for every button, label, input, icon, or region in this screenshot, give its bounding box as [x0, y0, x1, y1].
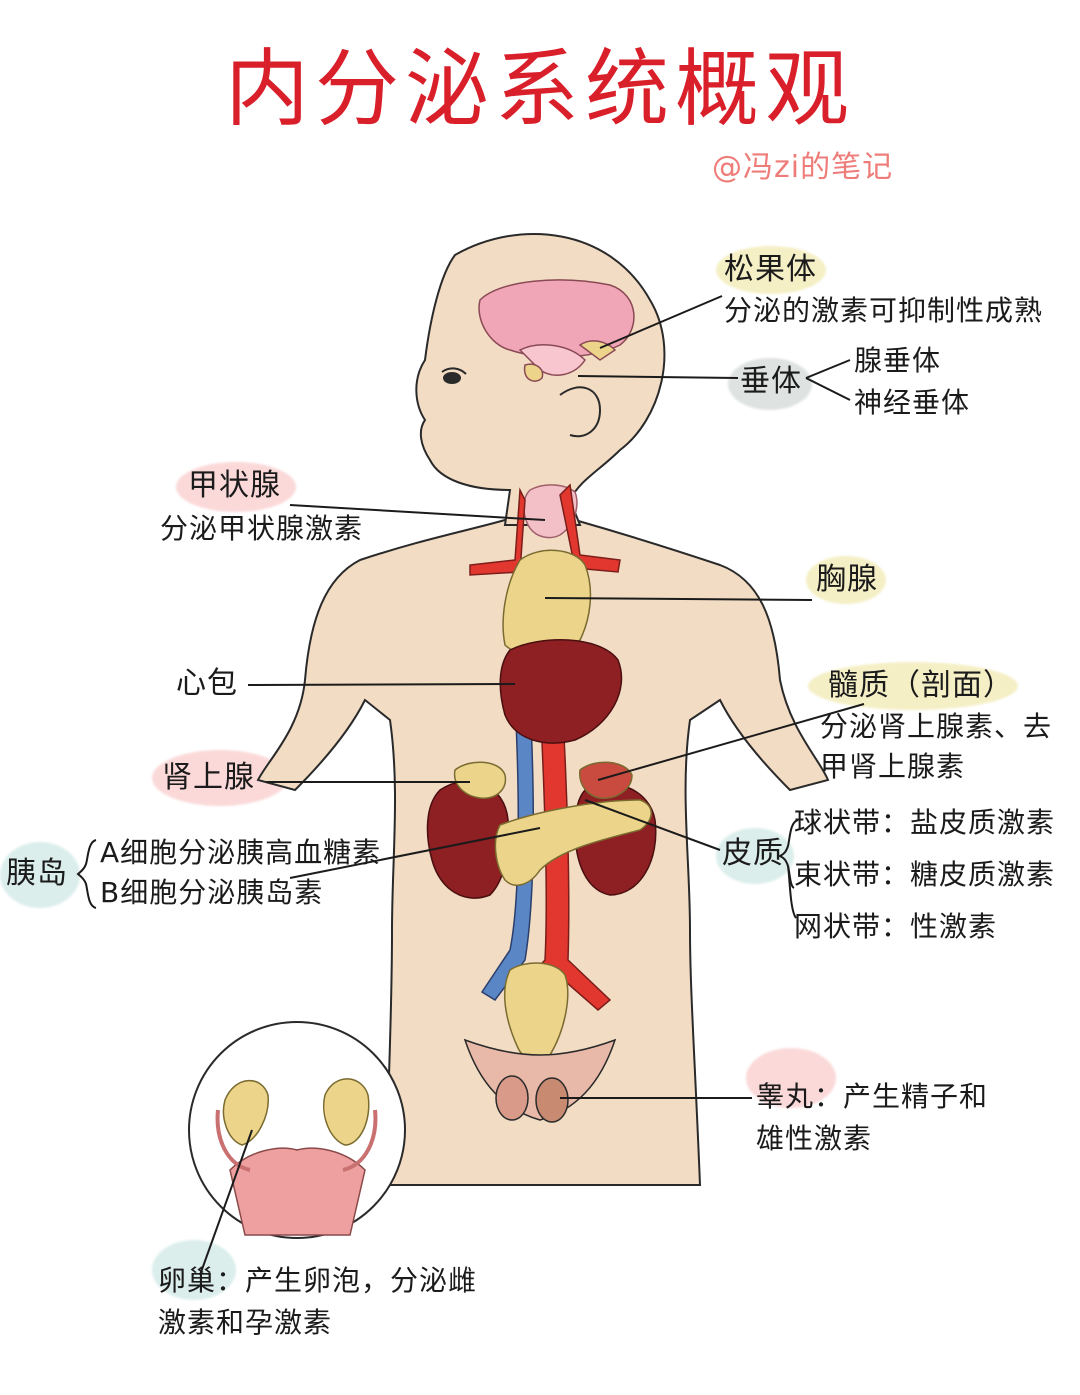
highlight-testis [746, 1048, 836, 1108]
desc-islet-b-cell: B细胞分泌胰岛素 [100, 876, 324, 909]
desc-medulla-line1: 分泌肾上腺素、去 [820, 710, 1053, 743]
heart [499, 639, 623, 744]
label-adrenal: 肾上腺 [162, 760, 255, 795]
desc-ovary-line2: 激素和孕激素 [158, 1306, 333, 1339]
label-pineal: 松果体 [724, 252, 817, 287]
desc-testis-line1: 睾丸：产生精子和 [756, 1080, 989, 1113]
highlight-medulla [808, 662, 1018, 710]
desc-ovary-line1: 卵巢：产生卵泡，分泌雌 [158, 1264, 478, 1297]
label-thyroid: 甲状腺 [188, 468, 281, 503]
desc-zona-fasciculata: 束状带：糖皮质激素 [794, 858, 1056, 891]
desc-islet-a-cell: A细胞分泌胰高血糖素 [100, 836, 382, 869]
thymus-gland [502, 549, 592, 655]
face-details [441, 367, 602, 438]
label-thymus: 胸腺 [816, 562, 878, 597]
ovary-inset [188, 1021, 406, 1239]
desc-neurohypophysis: 神经垂体 [854, 386, 971, 419]
highlight-thymus [806, 556, 886, 604]
author-credit: @冯zi的笔记 [712, 150, 894, 185]
adrenal-glands [453, 761, 633, 799]
label-cortex: 皮质 [722, 836, 784, 871]
testes [463, 1038, 617, 1123]
highlight-pituitary [728, 358, 812, 410]
page-title: 内分泌系统概观 [224, 40, 855, 138]
label-medulla: 髓质（剖面） [828, 668, 1014, 703]
label-islet: 胰岛 [6, 856, 68, 891]
label-pituitary: 垂体 [740, 364, 802, 399]
pancreas [494, 799, 652, 886]
desc-pineal: 分泌的激素可抑制性成熟 [724, 294, 1044, 327]
desc-zona-glomerulosa: 球状带：盐皮质激素 [794, 806, 1056, 839]
highlight-thyroid [176, 462, 296, 512]
desc-adenohypophysis: 腺垂体 [854, 344, 942, 377]
desc-medulla-line2: 甲肾上腺素 [820, 750, 966, 783]
brain [478, 279, 635, 382]
highlight-pineal [716, 246, 826, 294]
desc-zona-reticularis: 网状带：性激素 [794, 910, 998, 943]
label-pericardium: 心包 [176, 666, 238, 701]
desc-testis-line2: 雄性激素 [756, 1122, 873, 1155]
highlight-ovary [152, 1240, 236, 1300]
leader-lines [76, 295, 865, 1276]
desc-thyroid: 分泌甲状腺激素 [160, 512, 364, 545]
highlight-islet [0, 842, 80, 908]
